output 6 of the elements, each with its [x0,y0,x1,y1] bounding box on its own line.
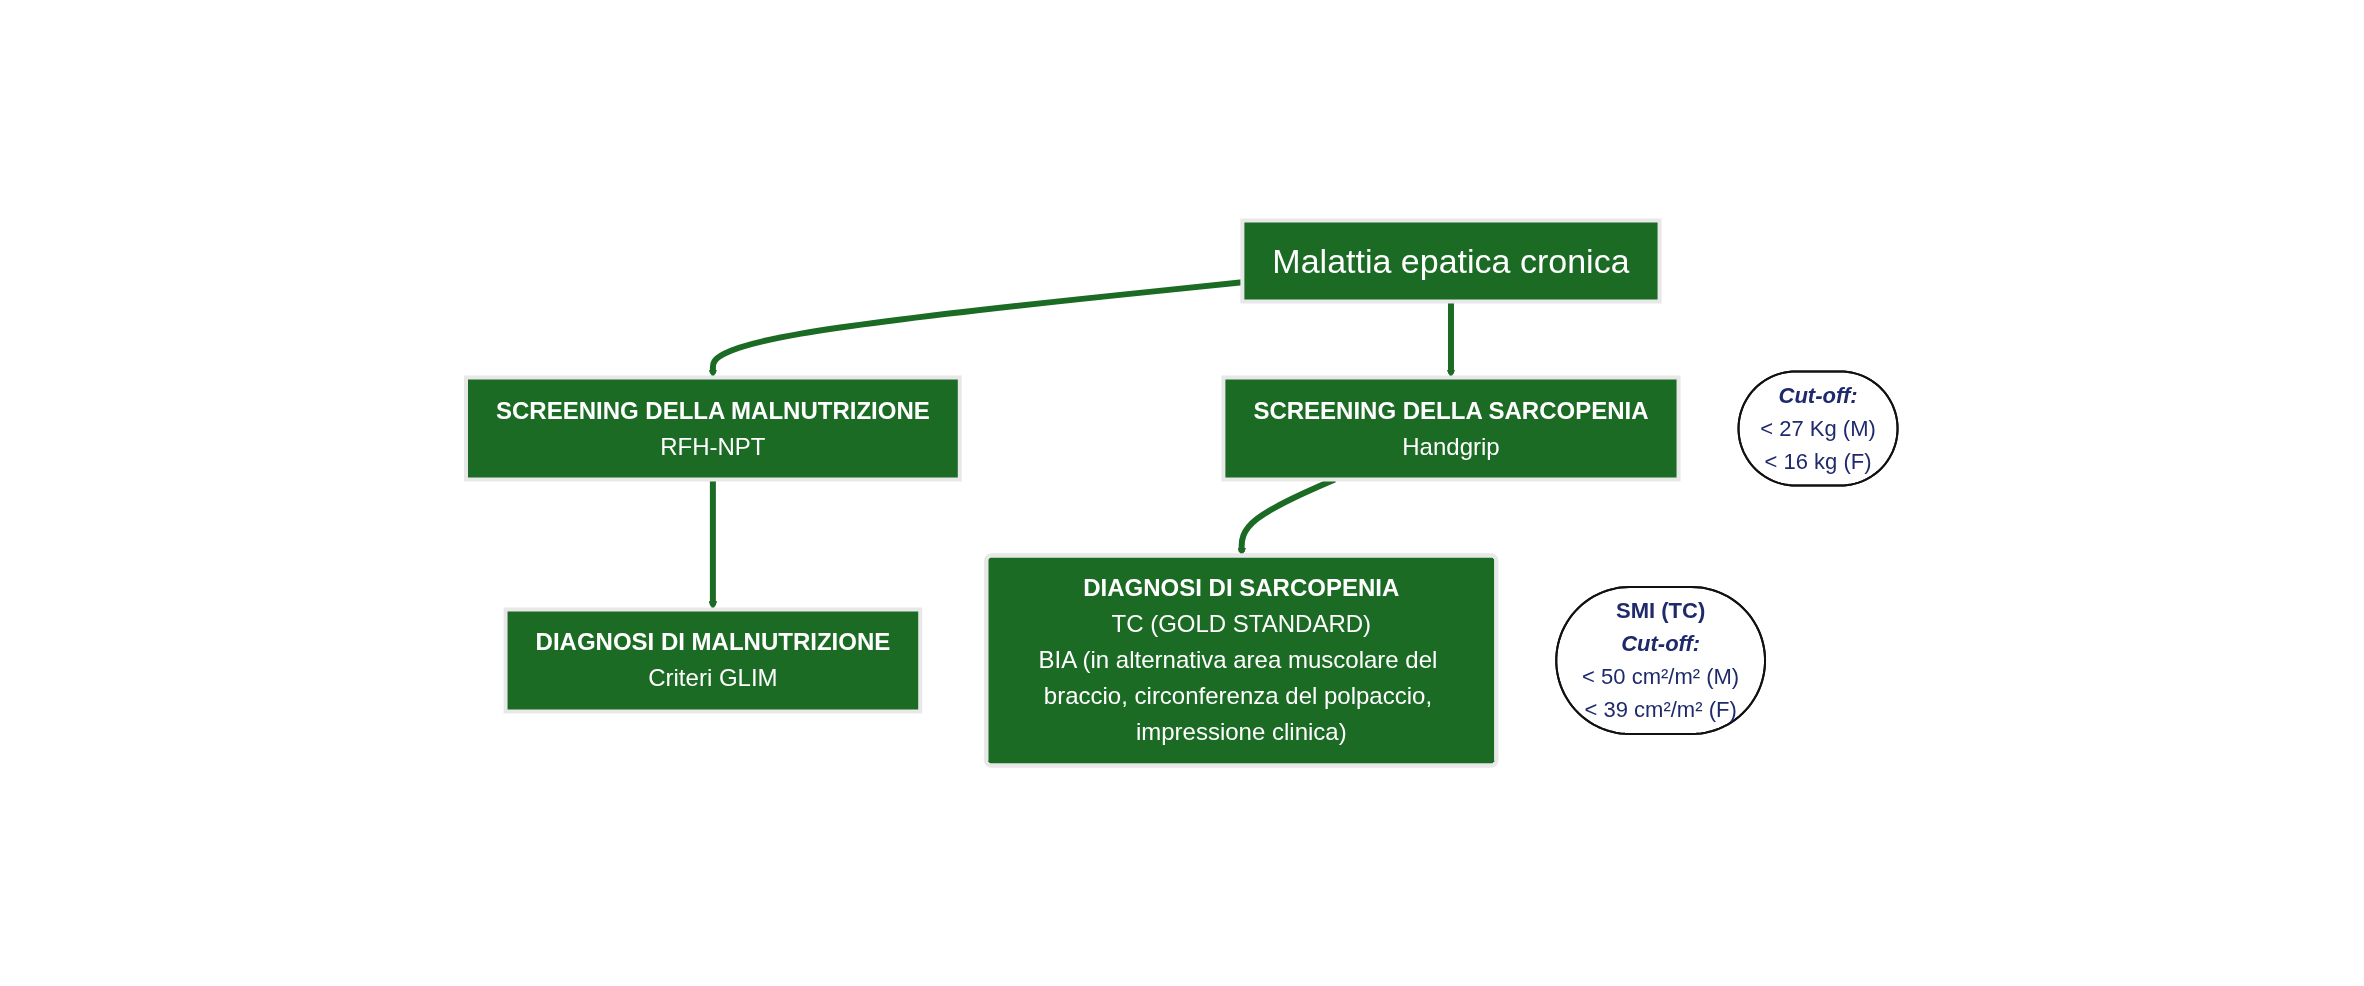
arrow [708,479,718,610]
node-box: DIAGNOSI DI MALNUTRIZIONE Criteri GLIM [503,607,923,714]
arrow [1446,301,1456,378]
node-box: Malattia epatica cronica [1240,218,1662,304]
node-box: SCREENING DELLA SARCOPENIA Handgrip [1221,375,1681,482]
node-box: SCREENING DELLA MALNUTRIZIONE RFH-NPT [464,375,962,482]
